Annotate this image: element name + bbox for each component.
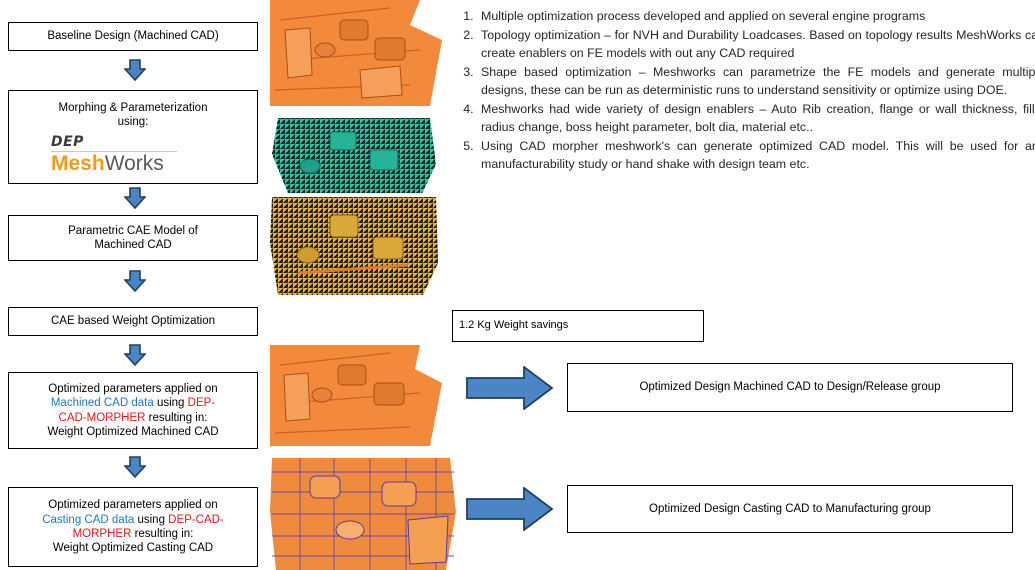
optimized-machined-cad-render [270,341,445,446]
output-machined-label: Optimized Design Machined CAD to Design/… [639,381,941,394]
arrow-down-icon [124,187,146,209]
step6-line1: Optimized parameters applied on [48,499,218,512]
step5-line3: CAD-MORPHER resulting in: [58,411,208,424]
step-cae-label: CAE based Weight Optimization [50,315,216,328]
arrow-down-icon [124,456,146,478]
output-machined-design-box: Optimized Design Machined CAD to Design/… [567,363,1013,412]
key-point-4: Meshworks had wide variety of design ena… [477,101,1035,137]
step-parametric-cae-model: Parametric CAE Model of Machined CAD [8,215,258,261]
meshworks-logo: DEP MeshWorks [51,135,177,174]
step-morphing-line2: using: [117,116,149,129]
step6-line4: Weight Optimized Casting CAD [52,542,214,555]
step-optimized-machined: Optimized parameters applied on Machined… [8,372,258,449]
key-points-list: Multiple optimization process developed … [458,8,1035,175]
step-optimized-casting: Optimized parameters applied on Casting … [8,487,258,567]
step5-line2: Machined CAD data using DEP- [50,397,216,410]
step-parametric-line2: Machined CAD [94,239,172,251]
key-point-2: Topology optimization – for NVH and Dura… [477,27,1035,63]
output-casting-design-box: Optimized Design Casting CAD to Manufact… [567,485,1013,533]
output-casting-label: Optimized Design Casting CAD to Manufact… [649,502,931,515]
step6-line2: Casting CAD data using DEP-CAD- [42,513,224,526]
weight-savings-label: 1.2 Kg Weight savings [459,319,569,332]
step-cae-weight-optimization: CAE based Weight Optimization [8,307,258,336]
step5-line4: Weight Optimized Machined CAD [47,425,219,438]
logo-meshworks-text: MeshWorks [51,151,164,175]
step-baseline-label: Baseline Design (Machined CAD) [47,30,219,43]
key-point-3: Shape based optimization – Meshworks can… [477,64,1035,100]
step-morphing-line1: Morphing & Parameterization [58,102,208,114]
parametric-cae-model-render [268,193,440,298]
arrow-down-icon [124,344,146,366]
step-morphing-parameterization: Morphing & Parameterization using: DEP M… [8,90,258,184]
logo-dep-text: DEP [51,133,84,150]
weight-savings-box: 1.2 Kg Weight savings [452,310,704,342]
arrow-right-icon [466,487,554,531]
step5-line1: Optimized parameters applied on [48,382,218,395]
step-parametric-line1: Parametric CAE Model of [68,224,198,237]
arrow-right-icon [466,366,554,410]
optimized-casting-cad-render [270,452,457,570]
logo-divider [51,150,177,152]
key-point-1: Multiple optimization process developed … [477,8,1035,26]
arrow-down-icon [124,59,146,81]
step6-line3: MORPHER resulting in: [72,528,194,540]
step-baseline-design: Baseline Design (Machined CAD) [8,22,258,51]
meshworks-fe-mesh-render [270,114,438,200]
key-point-5: Using CAD morpher meshwork's can generat… [477,138,1035,174]
arrow-down-icon [124,270,146,292]
baseline-cad-render [270,0,445,106]
